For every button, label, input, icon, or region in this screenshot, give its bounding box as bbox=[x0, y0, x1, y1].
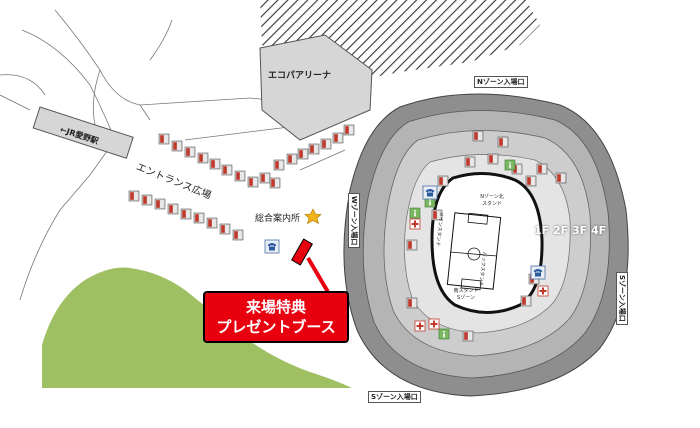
gate-s: Sゾーン入場口 bbox=[368, 391, 421, 403]
stadium bbox=[343, 93, 629, 397]
n-stand-label: Nゾーン北スタンド bbox=[480, 194, 504, 207]
eco-arena-label: エコパアリーナ bbox=[268, 71, 332, 81]
eco-arena-building bbox=[259, 34, 373, 141]
info-center-label: 総合案内所 bbox=[255, 214, 301, 224]
green-area bbox=[42, 267, 352, 388]
jr-station-building bbox=[32, 106, 134, 159]
gate-e: Sゾーン入場口 bbox=[616, 272, 628, 325]
promo-line-1: 来場特典 bbox=[245, 298, 306, 316]
s-stand-label: 南スタンドSゾーン bbox=[453, 288, 479, 301]
promo-line-2: プレゼントブース bbox=[216, 318, 336, 336]
star-icon bbox=[304, 208, 322, 225]
gate-w: Wゾーン入場口 bbox=[348, 193, 360, 249]
promo-location-marker bbox=[290, 238, 314, 266]
promo-booth-callout: 来場特典 プレゼントブース bbox=[203, 291, 349, 343]
floors-label: 1F 2F 3F 4F bbox=[534, 224, 607, 237]
gate-n: Nゾーン入場口 bbox=[474, 76, 528, 88]
